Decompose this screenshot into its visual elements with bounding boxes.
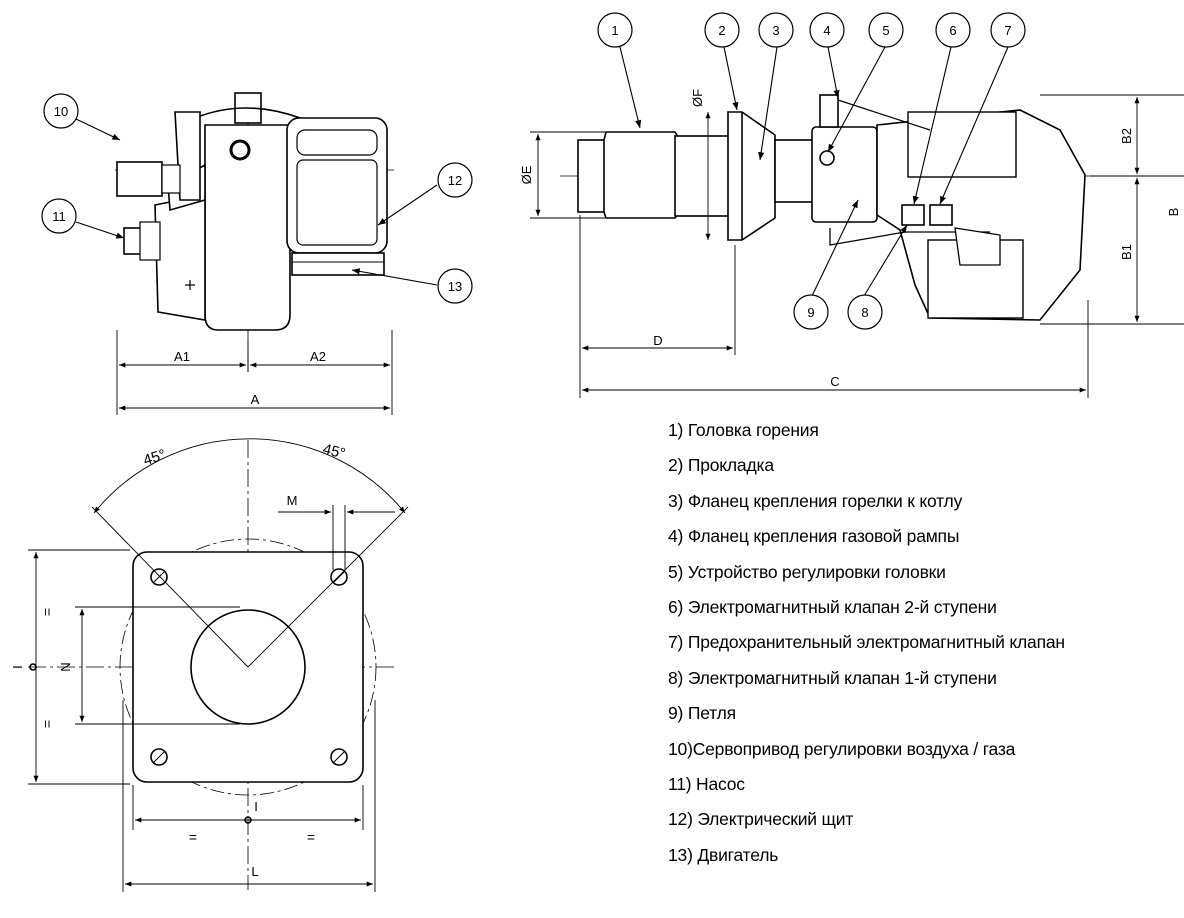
side-view (530, 94, 1184, 398)
dim-eq-4: = (307, 829, 315, 845)
callout-5-label: 5 (882, 23, 889, 38)
front-view (115, 92, 395, 415)
legend-item-2: 2) Прокладка (668, 455, 774, 476)
callout-13: 13 (437, 268, 473, 304)
side-leaders (619, 46, 1009, 297)
callout-8: 8 (847, 294, 883, 330)
legend-item-11: 11) Насос (668, 773, 745, 794)
callout-1-label: 1 (611, 23, 618, 38)
callout-9: 9 (793, 294, 829, 330)
callout-6: 6 (935, 12, 971, 48)
front-leaders (75, 118, 438, 286)
dim-b: B (1166, 208, 1181, 217)
legend-item-3: 3) Фланец крепления горелки к котлу (668, 490, 963, 511)
legend-item-13: 13) Двигатель (668, 844, 779, 865)
dim-c: C (830, 374, 839, 389)
callout-6-label: 6 (949, 23, 956, 38)
callout-7-label: 7 (1004, 23, 1011, 38)
flange-view (28, 438, 409, 892)
callout-3-label: 3 (772, 23, 779, 38)
dim-eq-3: = (189, 829, 197, 845)
callout-3: 3 (758, 12, 794, 48)
dim-a2: A2 (310, 349, 326, 364)
dim-d: D (653, 333, 662, 348)
dim-a: A (251, 392, 260, 407)
legend-item-4: 4) Фланец крепления газовой рампы (668, 526, 960, 547)
angle-left: 45° (141, 446, 168, 469)
parts-legend: 1) Головка горения 2) Прокладка 3) Флане… (668, 419, 1065, 879)
dim-eq-2: = (39, 720, 55, 728)
callout-10: 10 (43, 93, 79, 129)
dim-a1: A1 (174, 349, 190, 364)
callout-9-label: 9 (807, 305, 814, 320)
callout-7: 7 (990, 12, 1026, 48)
callout-4-label: 4 (823, 23, 830, 38)
callout-2: 2 (704, 12, 740, 48)
callout-8-label: 8 (861, 305, 868, 320)
dim-i-vert: I (10, 665, 25, 669)
callout-4: 4 (809, 12, 845, 48)
callout-1: 1 (597, 12, 633, 48)
legend-item-12: 12) Электрический щит (668, 809, 854, 830)
callout-11: 11 (41, 198, 77, 234)
angle-right: 45° (321, 441, 347, 463)
dim-m: M (287, 493, 298, 508)
callout-12: 12 (437, 162, 473, 198)
callout-5: 5 (868, 12, 904, 48)
dim-b1: B1 (1119, 244, 1134, 260)
legend-item-7: 7) Предохранительный электромагнитный кл… (668, 632, 1065, 653)
callout-11-label: 11 (52, 209, 66, 224)
legend-item-9: 9) Петля (668, 703, 736, 724)
callout-12-label: 12 (448, 173, 462, 188)
legend-item-10: 10)Сервопривод регулировки воздуха / газ… (668, 738, 1016, 759)
dim-n: N (58, 662, 73, 671)
dim-eq-1: = (39, 608, 55, 616)
dim-i-horiz: I (254, 799, 258, 814)
callout-10-label: 10 (54, 104, 68, 119)
dim-l: L (251, 864, 258, 879)
legend-item-6: 6) Электромагнитный клапан 2-й ступени (668, 596, 997, 617)
dim-dia-e: ØE (519, 165, 534, 184)
callout-13-label: 13 (448, 279, 462, 294)
dim-b2: B2 (1119, 128, 1134, 144)
legend-item-5: 5) Устройство регулировки головки (668, 561, 946, 582)
callout-2-label: 2 (718, 23, 725, 38)
legend-item-1: 1) Головка горения (668, 420, 819, 440)
dim-dia-f: ØF (690, 89, 705, 107)
legend-item-8: 8) Электромагнитный клапан 1-й ступени (668, 667, 997, 688)
